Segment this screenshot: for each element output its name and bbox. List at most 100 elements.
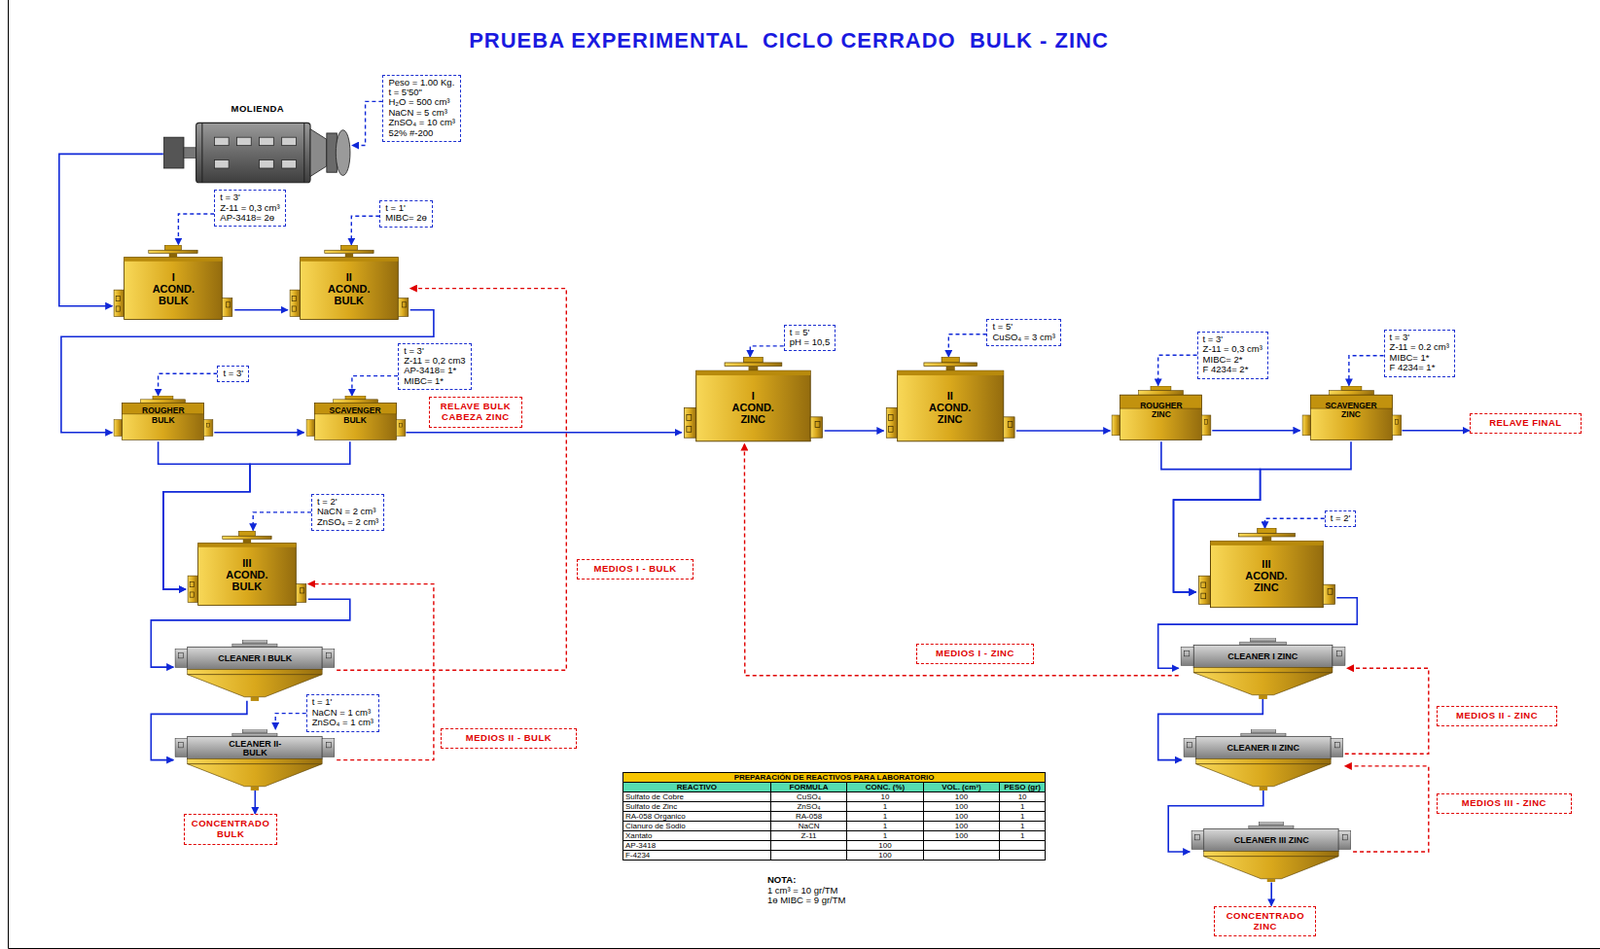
stream-text: RELAVE FINAL [1474, 418, 1577, 429]
table-cell: 1 [999, 812, 1046, 822]
equipment-label: II ACOND. ZINC [896, 390, 1003, 426]
table-cell-empty [923, 851, 999, 861]
conditioner-tank: III ACOND. BULK [185, 531, 309, 608]
reagent-text: t = 2' [1330, 513, 1352, 524]
cleaner-cell: CLEANER II ZINC [1181, 729, 1346, 791]
flow-line [406, 431, 682, 434]
reagent-text: t = 5'50" [388, 87, 456, 98]
reagent-box: t = 1'NaCN = 1 cm³ZnSO₄ = 1 cm³ [306, 694, 380, 732]
conditioner-tank: II ACOND. ZINC [884, 356, 1017, 444]
diagram-title: PRUEBA EXPERIMENTAL CICLO CERRADO BULK -… [468, 28, 1109, 54]
equipment-label: CLEANER I ZINC [1227, 652, 1298, 662]
table-cell: Cianuro de Sodio [622, 821, 771, 832]
table-cell: Z-11 [770, 831, 847, 842]
reagent-text: AP-3418= 2ө [219, 213, 280, 223]
reagent-text: NaCN = 2 cm³ [317, 506, 379, 517]
equipment-label: CLEANER II- BULK [217, 740, 293, 759]
table-cell: NaCN [770, 821, 847, 832]
text-area: CLEANER I BULK [217, 646, 293, 673]
reagent-text: Z-11 = 0,3 cm³ [1203, 344, 1263, 355]
flotation-cell: SCAVENGER ZINC [1300, 386, 1403, 443]
text-area: CLEANER II ZINC [1225, 736, 1301, 762]
reagent-text: ZnSO₄ = 10 cm³ [388, 117, 456, 128]
equipment-label: I ACOND. BULK [124, 271, 223, 307]
reagent-text: Peso = 1.00 Kg. [388, 77, 456, 88]
page-frame [8, 0, 1600, 949]
reagent-text: t = 3' [222, 368, 244, 379]
flow-line [61, 310, 434, 433]
cleaner-cell: CLEANER I BULK [173, 640, 337, 702]
recycle-line [336, 288, 567, 672]
table-row: F-4234 100 [622, 851, 1045, 861]
equipment-label: II ACOND. BULK [299, 271, 398, 307]
reagent-box: t = 2' [1324, 510, 1357, 528]
flow-line [1402, 429, 1470, 432]
table-cell: 1 [847, 821, 924, 832]
reagent-line [1349, 355, 1385, 387]
table-row: XantatoZ-1111001 [622, 831, 1045, 842]
equipment-label: III ACOND. BULK [198, 557, 297, 593]
stream-text: RELAVE BULK CABEZA ZINC [433, 401, 519, 424]
reagent-line [252, 512, 312, 532]
table-cell: 100 [847, 841, 924, 852]
reagent-text: MIBC= 2ө [385, 213, 427, 223]
reagent-text: t = 3' [219, 192, 280, 203]
equipment-label: ROUGHER ZINC [1120, 401, 1203, 421]
reagent-text: t = 3' [403, 346, 465, 356]
table-row: AP-3418100 [622, 841, 1045, 852]
table-cell-empty [999, 841, 1046, 852]
table-cell: RA-058 [770, 812, 847, 822]
flow-line [213, 431, 304, 434]
text-area: ROUGHER BULK [122, 403, 205, 429]
note-text: 1ө MIBC = 9 gr/TM [767, 895, 847, 906]
table-cell: Xantato [622, 831, 771, 842]
table-cell: 1 [999, 802, 1046, 813]
table-cell: 1 [999, 821, 1046, 832]
recycle-line [308, 584, 434, 761]
text-area: CLEANER III ZINC [1234, 827, 1310, 854]
conditioner-tank: II ACOND. BULK [287, 245, 411, 322]
table-cell: F-4234 [622, 851, 771, 861]
conditioner-tank: III ACOND. ZINC [1196, 528, 1338, 610]
cleaner-cell-drawing [1178, 638, 1348, 700]
reagent-box: t = 3'Z-11 = 0.2 cm³MIBC= 1*F 4234= 1* [1384, 329, 1456, 378]
table-cell: PESO (gr) [999, 782, 1046, 793]
reagent-text: MIBC= 2* [1203, 355, 1263, 365]
text-area: III ACOND. ZINC [1209, 544, 1323, 607]
table-cell: 10 [847, 792, 924, 803]
reagent-line [948, 334, 987, 358]
flow-line [1158, 598, 1358, 669]
equipment-label: SCAVENGER ZINC [1310, 401, 1392, 421]
table-cell: CuSO₄ [770, 792, 847, 803]
reagent-box: Peso = 1.00 Kg.t = 5'50"H₂O = 500 cm³NaC… [382, 74, 462, 143]
reagent-line [1265, 518, 1325, 529]
table-cell: 1 [847, 802, 924, 813]
table-cell: 100 [923, 831, 999, 842]
text-area: CLEANER II- BULK [217, 736, 293, 762]
reagent-line [177, 213, 214, 246]
reagent-text: MIBC= 1* [403, 376, 465, 387]
reagent-text: MIBC= 1* [1389, 353, 1450, 363]
note-text: NOTA: [767, 875, 847, 886]
reagent-box: t = 3'Z-11 = 0,2 cm3AP-3418= 1*MIBC= 1* [397, 343, 471, 392]
recycle-line [744, 443, 1178, 676]
conditioner-tank: I ACOND. BULK [111, 245, 235, 322]
table-row: RA-058 OrganicoRA-05811001 [622, 812, 1045, 822]
cleaner-cell-drawing [1189, 821, 1353, 884]
flow-line [1270, 883, 1273, 907]
reagent-text: CuSO₄ = 3 cm³ [992, 332, 1055, 343]
stream-text: MEDIOS I - BULK [581, 564, 690, 575]
stream-text: MEDIOS II - ZINC [1441, 711, 1553, 722]
reagent-text: NaCN = 1 cm³ [312, 708, 374, 718]
flow-line [1211, 429, 1300, 432]
note-text: 1 cm³ = 10 gr/TM [767, 886, 847, 896]
equipment-label: CLEANER I BULK [217, 654, 292, 664]
table-cell: 100 [847, 851, 924, 861]
table-cell: Sulfato de Zinc [622, 802, 771, 813]
table-cell: VOL. (cm³) [923, 782, 999, 793]
reagent-line [275, 713, 307, 731]
cleaner-cell: CLEANER I ZINC [1178, 638, 1348, 700]
reagent-box: t = 2'NaCN = 2 cm³ZnSO₄ = 2 cm³ [311, 494, 385, 532]
stream-label-box: MEDIOS II - BULK [440, 728, 577, 749]
